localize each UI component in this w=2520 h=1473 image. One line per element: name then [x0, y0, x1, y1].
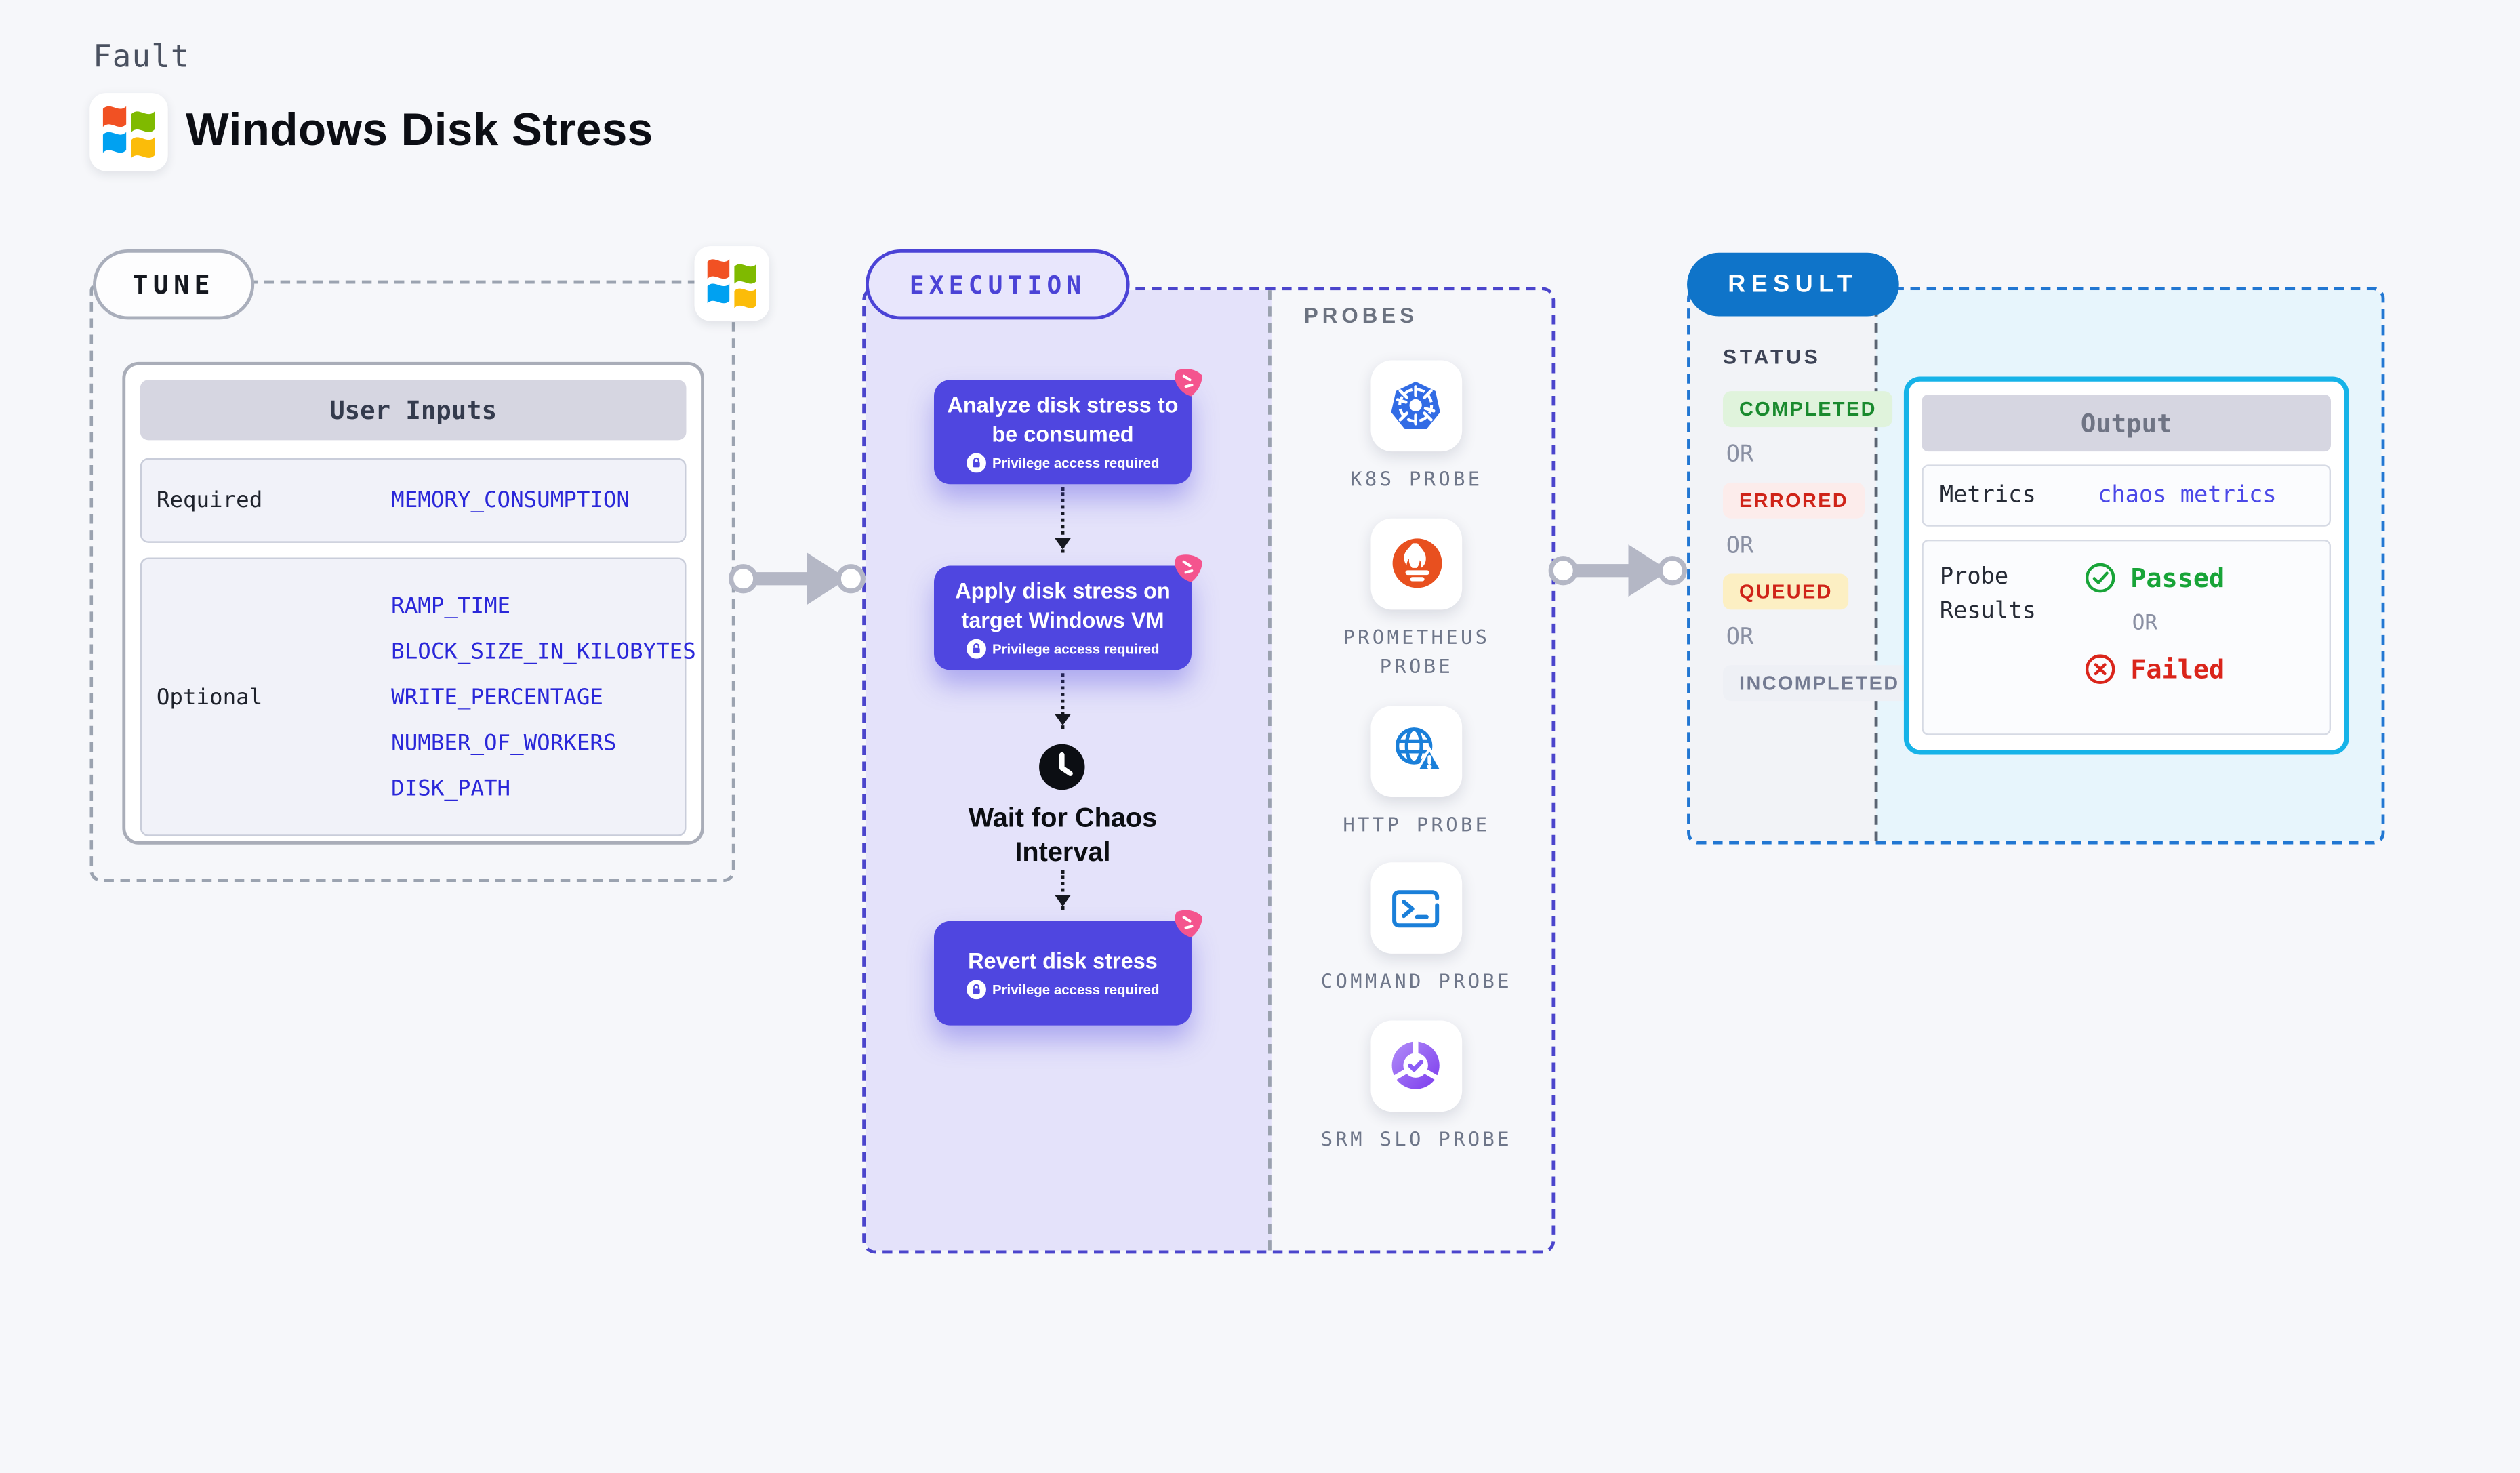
fault-eyebrow: Fault [93, 39, 190, 75]
chaos-flag-icon [1175, 554, 1202, 582]
windows-logo-icon [102, 106, 155, 158]
step-title: Analyze disk stress to be consumed [947, 393, 1179, 446]
probe-label: SRM SLO PROBE [1320, 1128, 1512, 1151]
privilege-note: Privilege access required [966, 639, 1160, 659]
output-card: Output Metrics chaos metrics Probe Resul… [1903, 376, 2349, 755]
windows-logo-small [694, 246, 770, 321]
prometheus-icon [1370, 517, 1463, 609]
metrics-label: Metrics [1939, 482, 2036, 509]
srm-slo-icon [1370, 1020, 1463, 1112]
param-write-percentage: WRITE_PERCENTAGE [391, 683, 603, 710]
probe-http: HTTP PROBE [1343, 705, 1490, 841]
kubernetes-icon [1370, 360, 1463, 452]
output-title: Output [1922, 394, 2332, 452]
row-label: Optional [156, 683, 263, 710]
user-inputs-title: User Inputs [140, 380, 687, 441]
status-list: STATUS COMPLETED OR ERRORED OR QUEUED OR… [1722, 345, 1916, 702]
lock-icon [966, 980, 986, 1000]
probe-k8s: K8S PROBE [1350, 360, 1482, 495]
chaos-flag-icon [1175, 910, 1202, 938]
tune-to-execution-arrow [728, 552, 866, 605]
wait-for-chaos-interval-label: Wait for Chaos Interval [968, 803, 1158, 868]
step-revert-disk-stress: Revert disk stress Privilege access requ… [934, 910, 1202, 1026]
flow-connector [1054, 673, 1071, 729]
probes-heading: PROBES [1303, 303, 1419, 328]
failed-result: Failed [2083, 652, 2224, 687]
row-label: Required [156, 487, 263, 514]
result-label-pill: RESULT [1687, 252, 1899, 317]
status-badge-incompleted: INCOMPLETED [1722, 665, 1916, 702]
probe-results-row: Probe Results Passed OR Failed [1922, 540, 2332, 735]
execution-probes-divider [1268, 290, 1272, 1251]
chaos-flag-icon [1175, 369, 1202, 397]
flow-connector [1054, 487, 1071, 553]
x-circle-icon [2085, 654, 2115, 684]
chaos-metrics-link[interactable]: chaos metrics [2098, 482, 2277, 509]
page-title: Windows Disk Stress [186, 104, 653, 155]
flow-connector [1054, 870, 1071, 910]
lock-icon [966, 452, 986, 472]
terminal-icon [1370, 863, 1463, 954]
or-label: OR [2132, 611, 2158, 636]
status-badge-completed: COMPLETED [1722, 391, 1893, 428]
param-memory-consumption: MEMORY_CONSUMPTION [391, 487, 630, 514]
param-block-size: BLOCK_SIZE_IN_KILOBYTES [391, 638, 696, 664]
passed-label: Passed [2130, 562, 2225, 594]
failed-label: Failed [2130, 653, 2225, 685]
probe-label: HTTP PROBE [1343, 813, 1490, 836]
execution-to-result-arrow [1548, 544, 1688, 597]
windows-logo-icon [707, 259, 756, 308]
http-globe-icon [1370, 705, 1463, 797]
probe-srm-slo: SRM SLO PROBE [1321, 1020, 1512, 1155]
param-number-of-workers: NUMBER_OF_WORKERS [391, 729, 617, 756]
user-inputs-table: User Inputs Required MEMORY_CONSUMPTION … [122, 361, 704, 845]
param-disk-path: DISK_PATH [391, 775, 511, 802]
lock-icon [966, 639, 986, 659]
probes-list: K8S PROBE PROMETHEUS PROBE [1284, 360, 1549, 1155]
step-title: Revert disk stress [968, 948, 1158, 973]
or-label: OR [1726, 624, 1754, 651]
probe-results-label: Probe Results [1939, 564, 2036, 625]
step-title: Apply disk stress on target Windows VM [955, 579, 1171, 632]
probe-prometheus: PROMETHEUS PROBE [1317, 517, 1516, 683]
result-divider [1874, 290, 1878, 841]
table-row-optional: Optional RAMP_TIME BLOCK_SIZE_IN_KILOBYT… [140, 557, 696, 836]
metrics-row: Metrics chaos metrics [1922, 464, 2332, 527]
status-panel [1690, 290, 1877, 841]
probe-label: K8S PROBE [1350, 468, 1483, 491]
param-ramp-time: RAMP_TIME [391, 592, 511, 619]
privilege-note: Privilege access required [966, 452, 1160, 472]
tune-label-pill: TUNE [93, 249, 255, 320]
or-label: OR [1726, 441, 1754, 468]
execution-label-pill: EXECUTION [866, 249, 1131, 320]
status-badge-queued: QUEUED [1722, 573, 1849, 610]
step-apply-disk-stress: Apply disk stress on target Windows VM P… [934, 554, 1202, 670]
table-row-required: Required MEMORY_CONSUMPTION [140, 458, 687, 543]
clock-icon [1039, 744, 1085, 790]
passed-result: Passed [2083, 561, 2224, 595]
privilege-note: Privilege access required [966, 980, 1160, 1000]
probe-label: COMMAND PROBE [1320, 970, 1512, 994]
step-analyze-disk-stress: Analyze disk stress to be consumed Privi… [934, 369, 1202, 485]
check-circle-icon [2085, 563, 2115, 593]
windows-logo [89, 93, 168, 171]
status-heading: STATUS [1722, 345, 1821, 369]
status-badge-errored: ERRORED [1722, 482, 1865, 519]
probe-command: COMMAND PROBE [1321, 863, 1512, 998]
probe-label: PROMETHEUS PROBE [1343, 625, 1490, 679]
or-label: OR [1726, 533, 1754, 559]
